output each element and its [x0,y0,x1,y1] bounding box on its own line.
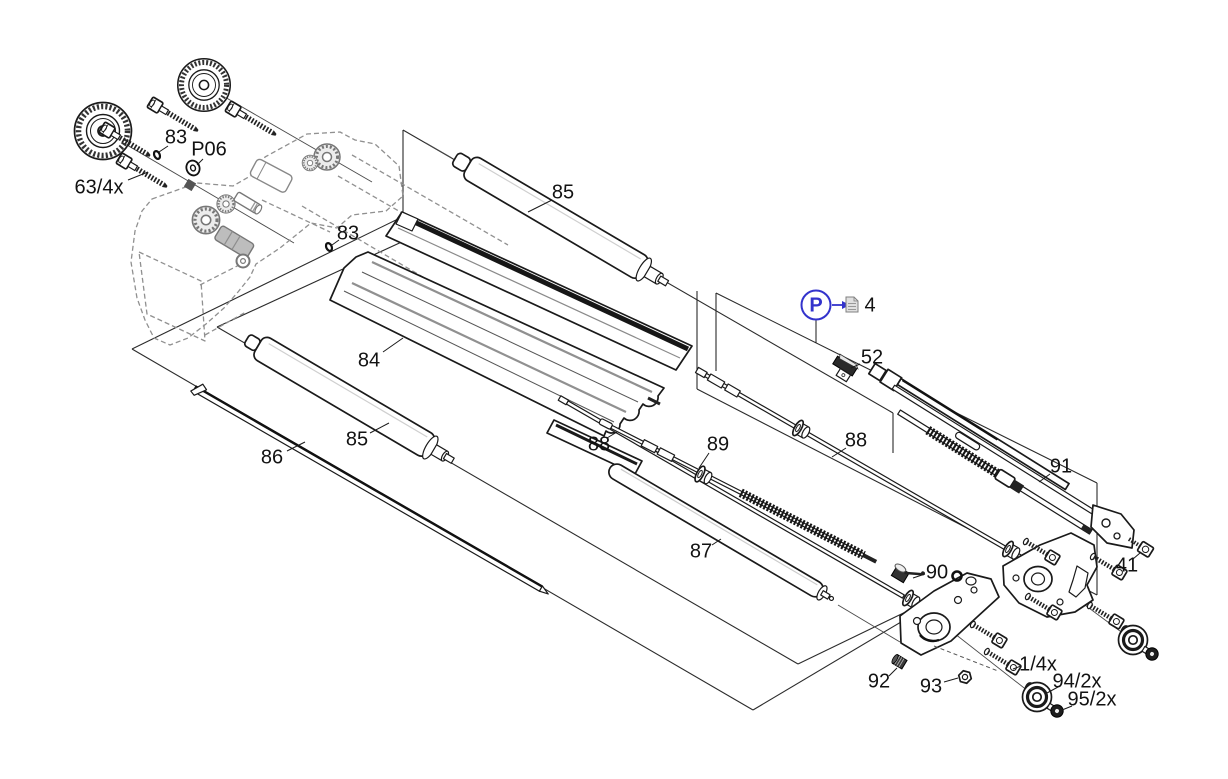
page-reference-callout[interactable]: P 4 [800,289,876,344]
ghost-cartridge [249,158,293,193]
part-label-p06: P06 [191,138,227,160]
callout-circle[interactable] [800,289,832,321]
part-label-86: 86 [261,446,283,468]
part-label-83-a: 83 [165,126,187,148]
part-label-63-4x: 63/4x [75,176,124,198]
strip-86 [190,383,549,595]
bracket-screw-5 [968,619,1007,649]
platen-assembly-84 [329,211,693,475]
ghost-gear-train [183,142,342,269]
group-thumbwheels-screws [75,59,335,253]
cap-screw-63-4 [116,153,170,192]
callout-page-number: 4 [864,294,875,316]
part-label-94-2x: 94/2x [1053,670,1102,692]
part-labels: 63/4x 83 P06 83 85 84 85 86 88 89 88 87 … [75,126,1139,710]
part-label-88-l: 88 [588,433,610,455]
washer-p06 [185,159,201,177]
part-label-90: 90 [926,561,948,583]
clamp-90 [890,563,925,584]
screw-41 [1127,537,1155,558]
shaft-89 [598,418,878,564]
part-label-91: 91 [1050,455,1072,477]
tube-87 [608,463,835,602]
part-label-84: 84 [358,349,380,371]
part-label-85-mid: 85 [346,428,368,450]
pinion-shaft [233,191,263,215]
label-leader-lines [127,145,1141,711]
part-label-87: 87 [690,540,712,562]
block-52 [832,353,859,383]
document-page-icon [845,296,859,313]
cap-screw-63-2 [225,101,279,140]
ghost-roller [214,225,255,259]
bushing-88-a [789,418,814,443]
part-label-83-b: 83 [337,222,359,244]
part-label-92: 92 [868,670,890,692]
part-label-93: 93 [920,675,942,697]
o-ring-83-b [323,241,335,253]
rail-end-bracket [1090,504,1135,549]
callout-letter: P [809,294,822,316]
roller-85-mid [243,334,455,464]
part-label-95-2x: 95/2x [1068,688,1117,710]
o-ring-small [951,570,963,582]
part-label-41: 41 [1116,554,1138,576]
part-label-89: 89 [707,433,729,455]
part-label-1-4x: 1/4x [1019,653,1057,675]
bracket-screw-4 [1085,600,1124,630]
rail-assembly-91 [867,362,1099,535]
bracket-plate-right [1002,532,1098,618]
bracket-plate-left [899,572,1000,672]
part-label-85-top: 85 [552,181,574,203]
ghost-frame [130,131,521,346]
nut-93 [957,669,973,685]
roller-85-top [451,152,670,287]
grub-screw-92 [891,654,908,670]
part-label-88-r: 88 [845,429,867,451]
part-label-52: 52 [861,346,883,368]
washer-small [965,576,977,586]
thumb-wheel-2 [178,59,230,111]
